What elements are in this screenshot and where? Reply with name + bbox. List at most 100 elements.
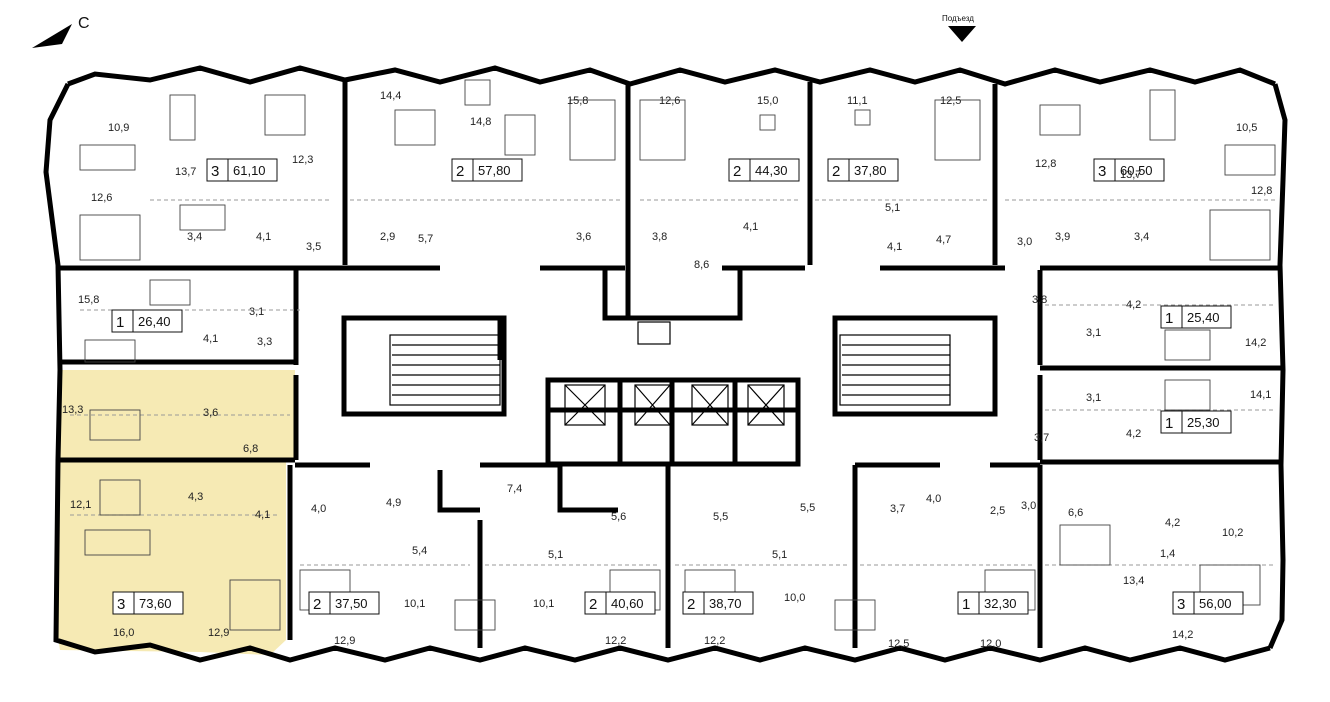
room-area-label: 3,9 [1055,231,1070,243]
svg-text:2: 2 [456,163,464,180]
room-area-label: 13,4 [1123,575,1144,587]
svg-text:32,30: 32,30 [984,596,1017,611]
svg-text:2: 2 [313,596,321,613]
room-area-label: 2,5 [990,505,1005,517]
svg-text:60,50: 60,50 [1120,163,1153,178]
room-area-label: 10,1 [404,598,425,610]
apartment-zones [55,270,1280,655]
apartment-a13[interactable] [855,465,1035,650]
entrance-marker: Подъезд [942,14,976,42]
room-area-label: 3,6 [203,407,218,419]
svg-text:1: 1 [116,314,124,331]
room-area-label: 3,1 [1086,327,1101,339]
room-area-label: 12,8 [1035,158,1056,170]
room-area-label: 10,5 [1236,122,1257,134]
apartment-a7[interactable] [1040,270,1280,365]
room-area-label: 4,2 [1165,517,1180,529]
apartment-a8[interactable] [1040,370,1280,460]
room-area-label: 3,8 [1032,294,1047,306]
core-details [389,321,951,426]
compass-arrow-icon [32,24,72,48]
room-area-label: 12,5 [940,95,961,107]
room-area-label: 1,4 [1160,548,1175,560]
svg-text:3: 3 [211,163,219,180]
room-area-label: 3,7 [890,503,905,515]
room-area-label: 13,3 [62,404,83,416]
svg-text:25,40: 25,40 [1187,310,1220,325]
room-area-label: 5,7 [418,233,433,245]
room-area-label: 4,1 [887,241,902,253]
room-area-label: 12,0 [980,638,1001,650]
room-area-label: 5,4 [412,545,427,557]
room-area-label: 12,3 [292,154,313,166]
room-area-label: 8,6 [694,259,709,271]
compass-label: С [78,15,90,32]
room-area-label: 10,0 [784,592,805,604]
svg-text:37,80: 37,80 [854,163,887,178]
room-area-label: 4,1 [256,231,271,243]
svg-text:37,50: 37,50 [335,596,368,611]
svg-text:61,10: 61,10 [233,163,266,178]
room-area-label: 13,7 [1120,169,1141,181]
room-area-label: 5,1 [772,549,787,561]
room-area-label: 3,1 [1086,392,1101,404]
apartment-a9[interactable] [55,370,295,655]
room-area-label: 12,9 [334,635,355,647]
svg-text:73,60: 73,60 [139,596,172,611]
room-area-label: 12,1 [70,499,91,511]
room-area-label: 12,9 [208,627,229,639]
room-area-label: 4,0 [926,493,941,505]
svg-text:1: 1 [1165,310,1173,327]
room-area-label: 3,8 [652,231,667,243]
svg-text:1: 1 [962,596,970,613]
svg-text:2: 2 [687,596,695,613]
room-area-label: 12,8 [1251,185,1272,197]
room-area-label: 10,9 [108,122,129,134]
room-area-label: 3,6 [576,231,591,243]
svg-text:3: 3 [1098,163,1106,180]
apartment-a10[interactable] [290,465,475,650]
room-area-label: 13,7 [175,166,196,178]
svg-text:1: 1 [1165,415,1173,432]
room-area-label: 5,5 [800,502,815,514]
room-area-label: 14,2 [1172,629,1193,641]
room-area-label: 15,0 [757,95,778,107]
room-area-label: 4,1 [203,333,218,345]
svg-text:26,40: 26,40 [138,314,171,329]
room-area-label: 12,6 [91,192,112,204]
room-area-label: 3,0 [1017,236,1032,248]
north-compass: С [32,15,90,48]
wheelchair-lift-icon [637,321,671,345]
room-area-label: 4,9 [386,497,401,509]
room-area-label: 11,1 [847,95,868,107]
room-area-label: 3,1 [249,306,264,318]
room-area-label: 6,8 [243,443,258,455]
entrance-arrow-icon [948,26,976,42]
room-area-label: 6,6 [1068,507,1083,519]
room-area-label: 10,2 [1222,527,1243,539]
room-area-label: 14,1 [1250,389,1271,401]
room-area-label: 4,7 [936,234,951,246]
apartment-a12[interactable] [668,465,853,650]
room-area-label: 10,1 [533,598,554,610]
room-area-label: 4,1 [743,221,758,233]
room-area-label: 3,0 [1021,500,1036,512]
room-area-label: 12,2 [605,635,626,647]
svg-text:3: 3 [1177,596,1185,613]
room-area-label: 14,8 [470,116,491,128]
room-area-label: 5,1 [548,549,563,561]
room-area-label: 12,6 [659,95,680,107]
